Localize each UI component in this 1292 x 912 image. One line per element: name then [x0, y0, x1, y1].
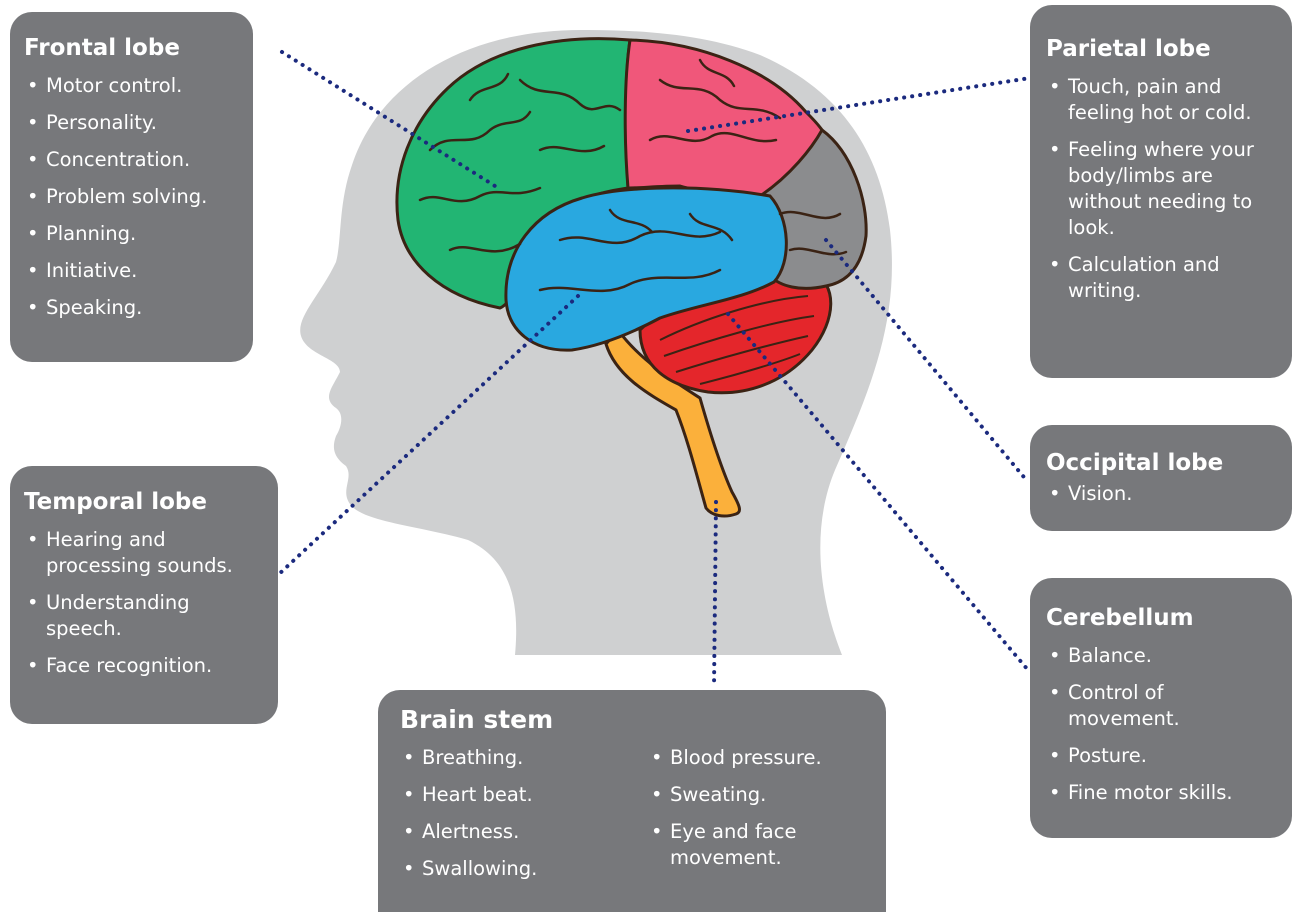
list-item: Personality. — [24, 110, 253, 136]
list-item: Heart beat. — [400, 782, 648, 808]
list-item: Feeling where your body/limbs are withou… — [1046, 137, 1268, 241]
list-item: Speaking. — [24, 295, 253, 321]
list-item: Touch, pain and feeling hot or cold. — [1046, 74, 1268, 126]
list-item: Eye and face movement. — [648, 819, 840, 871]
occipital-lobe-box: Occipital lobe Vision. — [1030, 425, 1292, 531]
list-item: Fine motor skills. — [1046, 780, 1292, 806]
list-item: Breathing. — [400, 745, 648, 771]
list-item: Understanding speech. — [24, 590, 206, 642]
occipital-lobe-title: Occipital lobe — [1046, 449, 1292, 477]
list-item: Calculation and writing. — [1046, 252, 1268, 304]
cerebellum-list: Balance. Control of movement. Posture. F… — [1046, 643, 1292, 806]
brainstem-title: Brain stem — [400, 706, 886, 734]
brainstem-box: Brain stem Breathing. Heart beat. Alertn… — [378, 690, 886, 912]
list-item: Planning. — [24, 221, 253, 247]
parietal-lobe-title: Parietal lobe — [1046, 35, 1292, 63]
list-item: Concentration. — [24, 147, 253, 173]
list-item: Alertness. — [400, 819, 648, 845]
occipital-lobe-list: Vision. — [1046, 481, 1292, 507]
list-item: Posture. — [1046, 743, 1292, 769]
frontal-lobe-title: Frontal lobe — [24, 34, 253, 62]
frontal-lobe-box: Frontal lobe Motor control. Personality.… — [10, 12, 253, 362]
frontal-lobe-list: Motor control. Personality. Concentratio… — [24, 73, 253, 321]
brainstem-list-right: Blood pressure. Sweating. Eye and face m… — [648, 734, 878, 882]
list-item: Swallowing. — [400, 856, 648, 882]
list-item: Balance. — [1046, 643, 1292, 669]
list-item: Vision. — [1046, 481, 1292, 507]
list-item: Sweating. — [648, 782, 878, 808]
list-item: Hearing and processing sounds. — [24, 527, 246, 579]
parietal-lobe-box: Parietal lobe Touch, pain and feeling ho… — [1030, 5, 1292, 378]
temporal-lobe-title: Temporal lobe — [24, 488, 278, 516]
cerebellum-box: Cerebellum Balance. Control of movement.… — [1030, 578, 1292, 838]
list-item: Problem solving. — [24, 184, 253, 210]
list-item: Initiative. — [24, 258, 253, 284]
brainstem-columns: Breathing. Heart beat. Alertness. Swallo… — [400, 734, 886, 882]
list-item: Blood pressure. — [648, 745, 878, 771]
temporal-lobe-list: Hearing and processing sounds. Understan… — [24, 527, 278, 679]
list-item: Motor control. — [24, 73, 253, 99]
brainstem-list-left: Breathing. Heart beat. Alertness. Swallo… — [400, 734, 648, 882]
list-item: Face recognition. — [24, 653, 278, 679]
cerebellum-title: Cerebellum — [1046, 604, 1292, 632]
list-item: Control of movement. — [1046, 680, 1218, 732]
parietal-lobe-list: Touch, pain and feeling hot or cold. Fee… — [1046, 74, 1292, 304]
temporal-lobe-box: Temporal lobe Hearing and processing sou… — [10, 466, 278, 724]
